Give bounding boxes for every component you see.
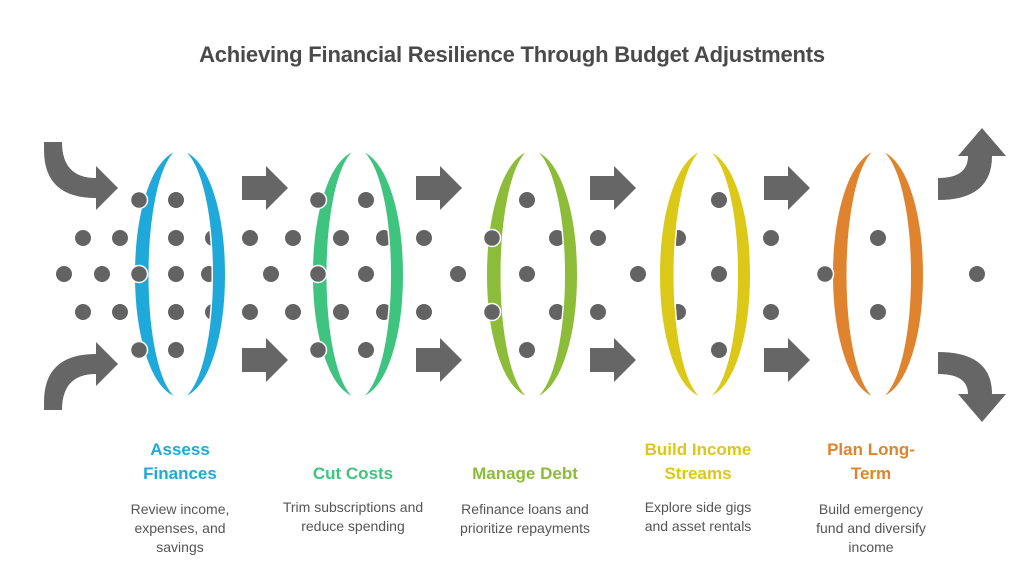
stage-description: Explore side gigs and asset rentals [613, 498, 783, 536]
stage-title-text: Cut Costs [312, 464, 394, 483]
curved-arrow-in-icon [44, 342, 118, 410]
curved-arrow-out-icon [938, 128, 1006, 200]
curved-arrow-in-icon [44, 142, 118, 210]
ring-income [658, 149, 752, 399]
stage-description-text: Build emergency fund and diversify incom… [816, 501, 926, 555]
stage-income: Build Income Streams Explore side gigs a… [613, 436, 783, 536]
stage-title-text: Manage Debt [472, 464, 578, 483]
stage-title: Cut Costs [268, 436, 438, 486]
stage-description-text: Trim subscriptions and reduce spending [282, 499, 424, 534]
stage-description-text: Explore side gigs and asset rentals [644, 499, 752, 534]
stage-assess: Assess Finances Review income, expenses,… [95, 436, 265, 557]
stage-title: Assess Finances [95, 436, 265, 486]
stage-cut: Cut Costs Trim subscriptions and reduce … [268, 436, 438, 536]
right-arrow-icon [242, 166, 810, 382]
diagram-title: Achieving Financial Resilience Through B… [199, 42, 825, 67]
stage-title-text: Assess Finances [143, 440, 217, 483]
stage-title: Plan Long-Term [786, 436, 956, 486]
ring-debt [485, 149, 579, 399]
stage-debt: Manage Debt Refinance loans and prioriti… [440, 436, 610, 538]
stage-description-text: Review income, expenses, and savings [130, 501, 230, 555]
stage-description: Refinance loans and prioritize repayment… [440, 500, 610, 538]
stage-description: Build emergency fund and diversify incom… [786, 500, 956, 557]
stage-description: Trim subscriptions and reduce spending [268, 498, 438, 536]
ring-plan [831, 149, 925, 399]
stage-description-text: Refinance loans and prioritize repayment… [460, 501, 590, 536]
stage-title-text: Plan Long-Term [827, 440, 915, 483]
stage-title-text: Build Income Streams [644, 440, 752, 483]
curved-arrow-out-icon [938, 352, 1006, 422]
particle-dots-front [129, 190, 835, 360]
stage-description: Review income, expenses, and savings [95, 500, 265, 557]
stage-plan: Plan Long-Term Build emergency fund and … [786, 436, 956, 557]
stage-title: Build Income Streams [613, 436, 783, 486]
stage-title: Manage Debt [440, 436, 610, 486]
